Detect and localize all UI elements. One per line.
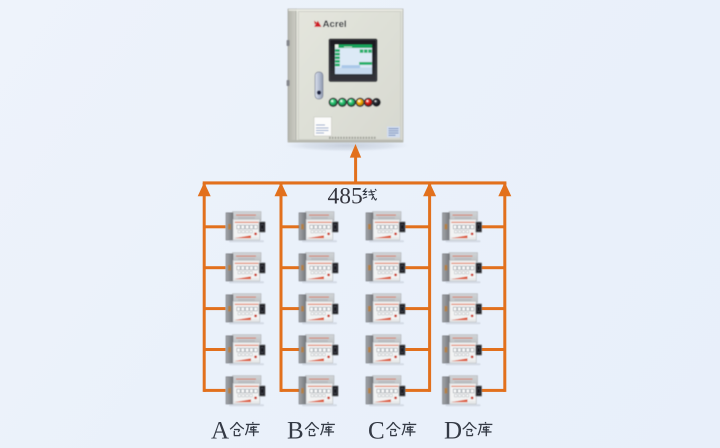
svg-text:D: D (444, 418, 462, 445)
svg-text:C: C (368, 418, 385, 445)
svg-text:485: 485 (328, 184, 363, 210)
svg-text:B: B (287, 418, 304, 445)
svg-text:Acrel: Acrel (323, 19, 347, 30)
svg-text:A: A (211, 418, 229, 445)
